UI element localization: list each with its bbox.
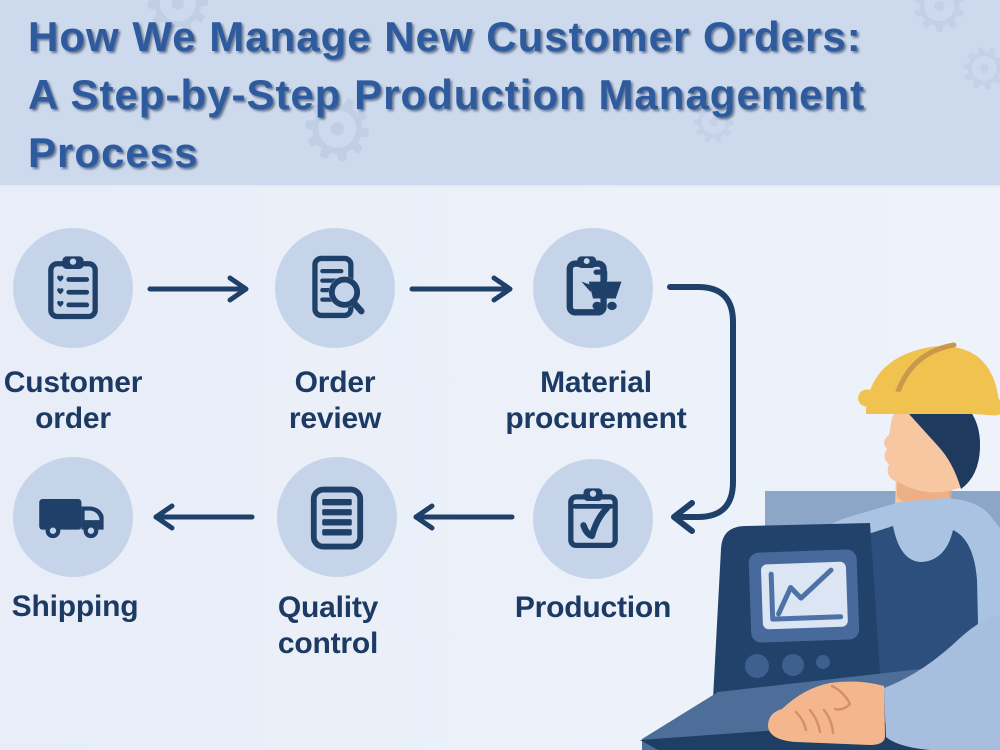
step-quality-control — [277, 457, 397, 577]
step-label-material-procurement: Material procurement — [505, 366, 687, 435]
worker-arm — [768, 615, 1000, 750]
step-shipping — [13, 457, 133, 577]
page-title-line: How We Manage New Customer Orders: — [28, 13, 862, 60]
step-label-quality-control: Quality control — [277, 591, 379, 660]
line-chart-icon — [768, 567, 844, 622]
step-customer-order — [13, 228, 133, 348]
clipboard-check-icon — [568, 488, 618, 549]
page-title-line: Process — [28, 129, 199, 176]
console-knob-icon — [816, 655, 830, 669]
clipboard-cart-icon — [566, 256, 622, 316]
page-title-line: A Step-by-Step Production Management — [28, 71, 866, 118]
clipboard-checklist-icon — [48, 256, 98, 320]
worker-machine-illustration — [640, 342, 1000, 750]
arrow-left-icon — [153, 503, 255, 531]
step-production — [533, 459, 653, 579]
page-title: How We Manage New Customer Orders: A Ste… — [28, 8, 865, 182]
console-knob-icon — [745, 654, 769, 678]
document-search-icon — [312, 255, 365, 319]
curved-connector-arrow — [667, 284, 736, 534]
document-lines-icon — [310, 486, 364, 550]
arrow-right-icon — [147, 275, 249, 303]
console-knob-icon — [782, 654, 804, 676]
machine-screen — [748, 549, 860, 643]
header: ⚙ ⚙ ⚙ ⚙ ⚙ How We Manage New Customer Ord… — [0, 0, 1000, 187]
step-label-shipping: Shipping — [11, 590, 139, 623]
step-label-production: Production — [514, 591, 672, 624]
machine-console — [713, 523, 882, 702]
arrow-right-icon — [409, 275, 513, 303]
gear-icon: ⚙ — [908, 0, 971, 48]
truck-icon — [39, 499, 104, 539]
step-order-review — [275, 228, 395, 348]
hard-hat-icon — [858, 342, 1000, 416]
step-material-procurement — [533, 228, 653, 348]
arrow-left-icon — [413, 503, 515, 531]
step-label-order-review: Order review — [288, 366, 382, 435]
step-label-customer-order: Customer order — [3, 366, 143, 435]
